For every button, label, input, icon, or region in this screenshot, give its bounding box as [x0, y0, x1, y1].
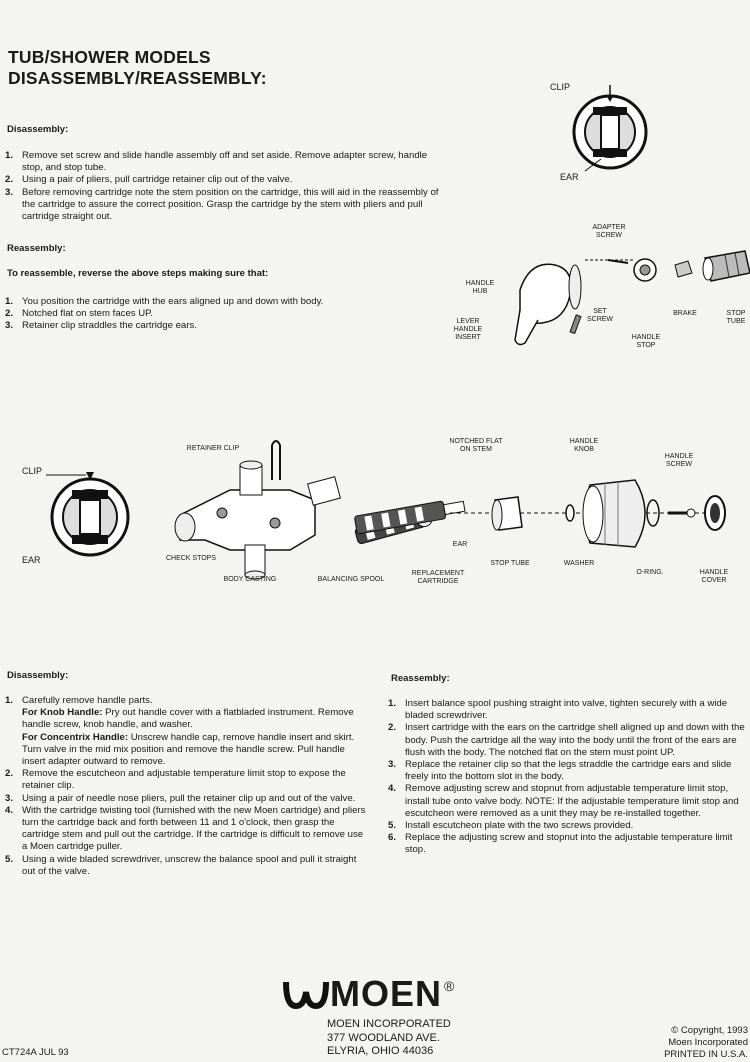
clip-pointer-line [46, 474, 86, 476]
list-item: 6.Replace the adjusting screw and stopnu… [388, 832, 733, 856]
title-line-2: DISASSEMBLY/REASSEMBLY: [8, 68, 267, 88]
list-item: 3.Before removing cartridge note the ste… [5, 186, 439, 223]
cartridge-end-view-top [572, 85, 648, 172]
label-handle-hub: HANDLE HUB [465, 280, 495, 295]
list-item: 3.Replace the retainer clip so that the … [388, 759, 732, 783]
label-retainer-clip: RETAINER CLIP [186, 445, 240, 452]
company-address: MOEN INCORPORATED 377 WOODLAND AVE. ELYR… [327, 1018, 451, 1059]
bottom-reassembly-list: 1.Insert balance spool pushing straight … [388, 698, 746, 857]
label-adapter-screw: ADAPTER SCREW [592, 224, 626, 239]
label-balancing-spool: BALANCING SPOOL [317, 576, 385, 583]
label-clip-left: CLIP [22, 466, 43, 476]
title-line-1: TUB/SHOWER MODELS [8, 47, 211, 67]
top-reassembly-intro: To reassemble, reverse the above steps m… [7, 268, 269, 279]
page-title: TUB/SHOWER MODELS DISASSEMBLY/REASSEMBLY… [8, 47, 267, 89]
list-item: 4.Remove adjusting screw and stopnut fro… [388, 783, 739, 819]
moen-logo: MOEN ® [282, 973, 455, 1014]
label-lever-handle-insert: LEVER HANDLE INSERT [453, 318, 483, 341]
list-item: 1.You position the cartridge with the ea… [5, 296, 324, 307]
label-body-casting: BODY CASTING [223, 576, 277, 583]
list-item: 4.With the cartridge twisting tool (furn… [5, 804, 366, 853]
moen-logo-icon [283, 981, 329, 1010]
list-item: 2.Using a pair of pliers, pull cartridge… [5, 174, 293, 186]
label-clip-top: CLIP [550, 82, 571, 92]
label-handle-cover: HANDLE COVER [699, 569, 729, 584]
valve-exploded-view [174, 440, 726, 580]
copyright-line: © Copyright, 1993 [671, 1025, 748, 1036]
registered-mark: ® [444, 978, 455, 994]
label-ear-mid: EAR [452, 541, 468, 548]
label-handle-stop: HANDLE STOP [631, 334, 661, 349]
list-item: 5.Using a wide bladed screwdriver, unscr… [5, 853, 357, 877]
label-ear-left: EAR [22, 555, 41, 565]
label-handle-knob: HANDLE KNOB [569, 438, 599, 453]
label-replacement-cartridge: REPLACEMENT CARTRIDGE [411, 570, 465, 585]
label-stop-tube: STOP TUBE [490, 560, 530, 567]
top-reassembly-list: 1.You position the cartridge with the ea… [5, 296, 445, 333]
list-item: 2.Remove the escutcheon and adjustable t… [5, 768, 346, 792]
list-item: 3.Using a pair of needle nose pliers, pu… [5, 792, 356, 804]
cartridge-end-view-left [50, 472, 130, 557]
label-notched-flat: NOTCHED FLAT ON STEM [449, 438, 503, 453]
label-ear-top: EAR [560, 172, 579, 182]
bottom-disassembly-heading: Disassembly: [7, 670, 69, 681]
top-reassembly-heading: Reassembly: [7, 243, 66, 254]
label-o-ring: O-RING. [636, 569, 664, 576]
list-item: 2.Notched flat on stem faces UP. [5, 308, 154, 320]
label-stop-tube-top: STOP TUBE [726, 310, 746, 325]
label-set-screw: SET SCREW [586, 308, 614, 323]
doc-code: CT724A JUL 93 [2, 1047, 69, 1058]
list-item: 1.Carefully remove handle parts. For Kno… [5, 695, 355, 768]
label-washer: WASHER [563, 560, 595, 567]
list-item: 1.Remove set screw and slide handle asse… [5, 150, 428, 174]
printed-in: PRINTED IN U.S.A. [664, 1049, 748, 1060]
list-item: 3.Retainer clip straddles the cartridge … [5, 320, 197, 332]
list-item: 1.Insert balance spool pushing straight … [388, 698, 728, 722]
lever-handle-exploded-view [514, 250, 750, 346]
copyright-block: © Copyright, 1993 Moen Incorporated PRIN… [640, 1025, 748, 1061]
label-handle-screw: HANDLE SCREW [664, 453, 694, 468]
top-disassembly-heading: Disassembly: [7, 124, 69, 135]
company-street: 377 WOODLAND AVE. [327, 1031, 440, 1044]
list-item: 5.Install escutcheon plate with the two … [388, 820, 634, 832]
copyright-owner: Moen Incorporated [668, 1037, 748, 1048]
label-check-stops: CHECK STOPS [165, 555, 217, 562]
bottom-reassembly-heading: Reassembly: [391, 673, 450, 684]
label-brake: BRAKE [673, 310, 697, 317]
top-disassembly-list: 1.Remove set screw and slide handle asse… [5, 150, 445, 223]
moen-logo-text: MOEN [330, 973, 442, 1014]
company-name: MOEN INCORPORATED [327, 1018, 451, 1030]
bottom-disassembly-list: 1.Carefully remove handle parts. For Kno… [5, 695, 367, 878]
list-item: 2.Insert cartridge with the ears on the … [388, 722, 745, 758]
company-city: ELYRIA, OHIO 44036 [327, 1045, 434, 1057]
